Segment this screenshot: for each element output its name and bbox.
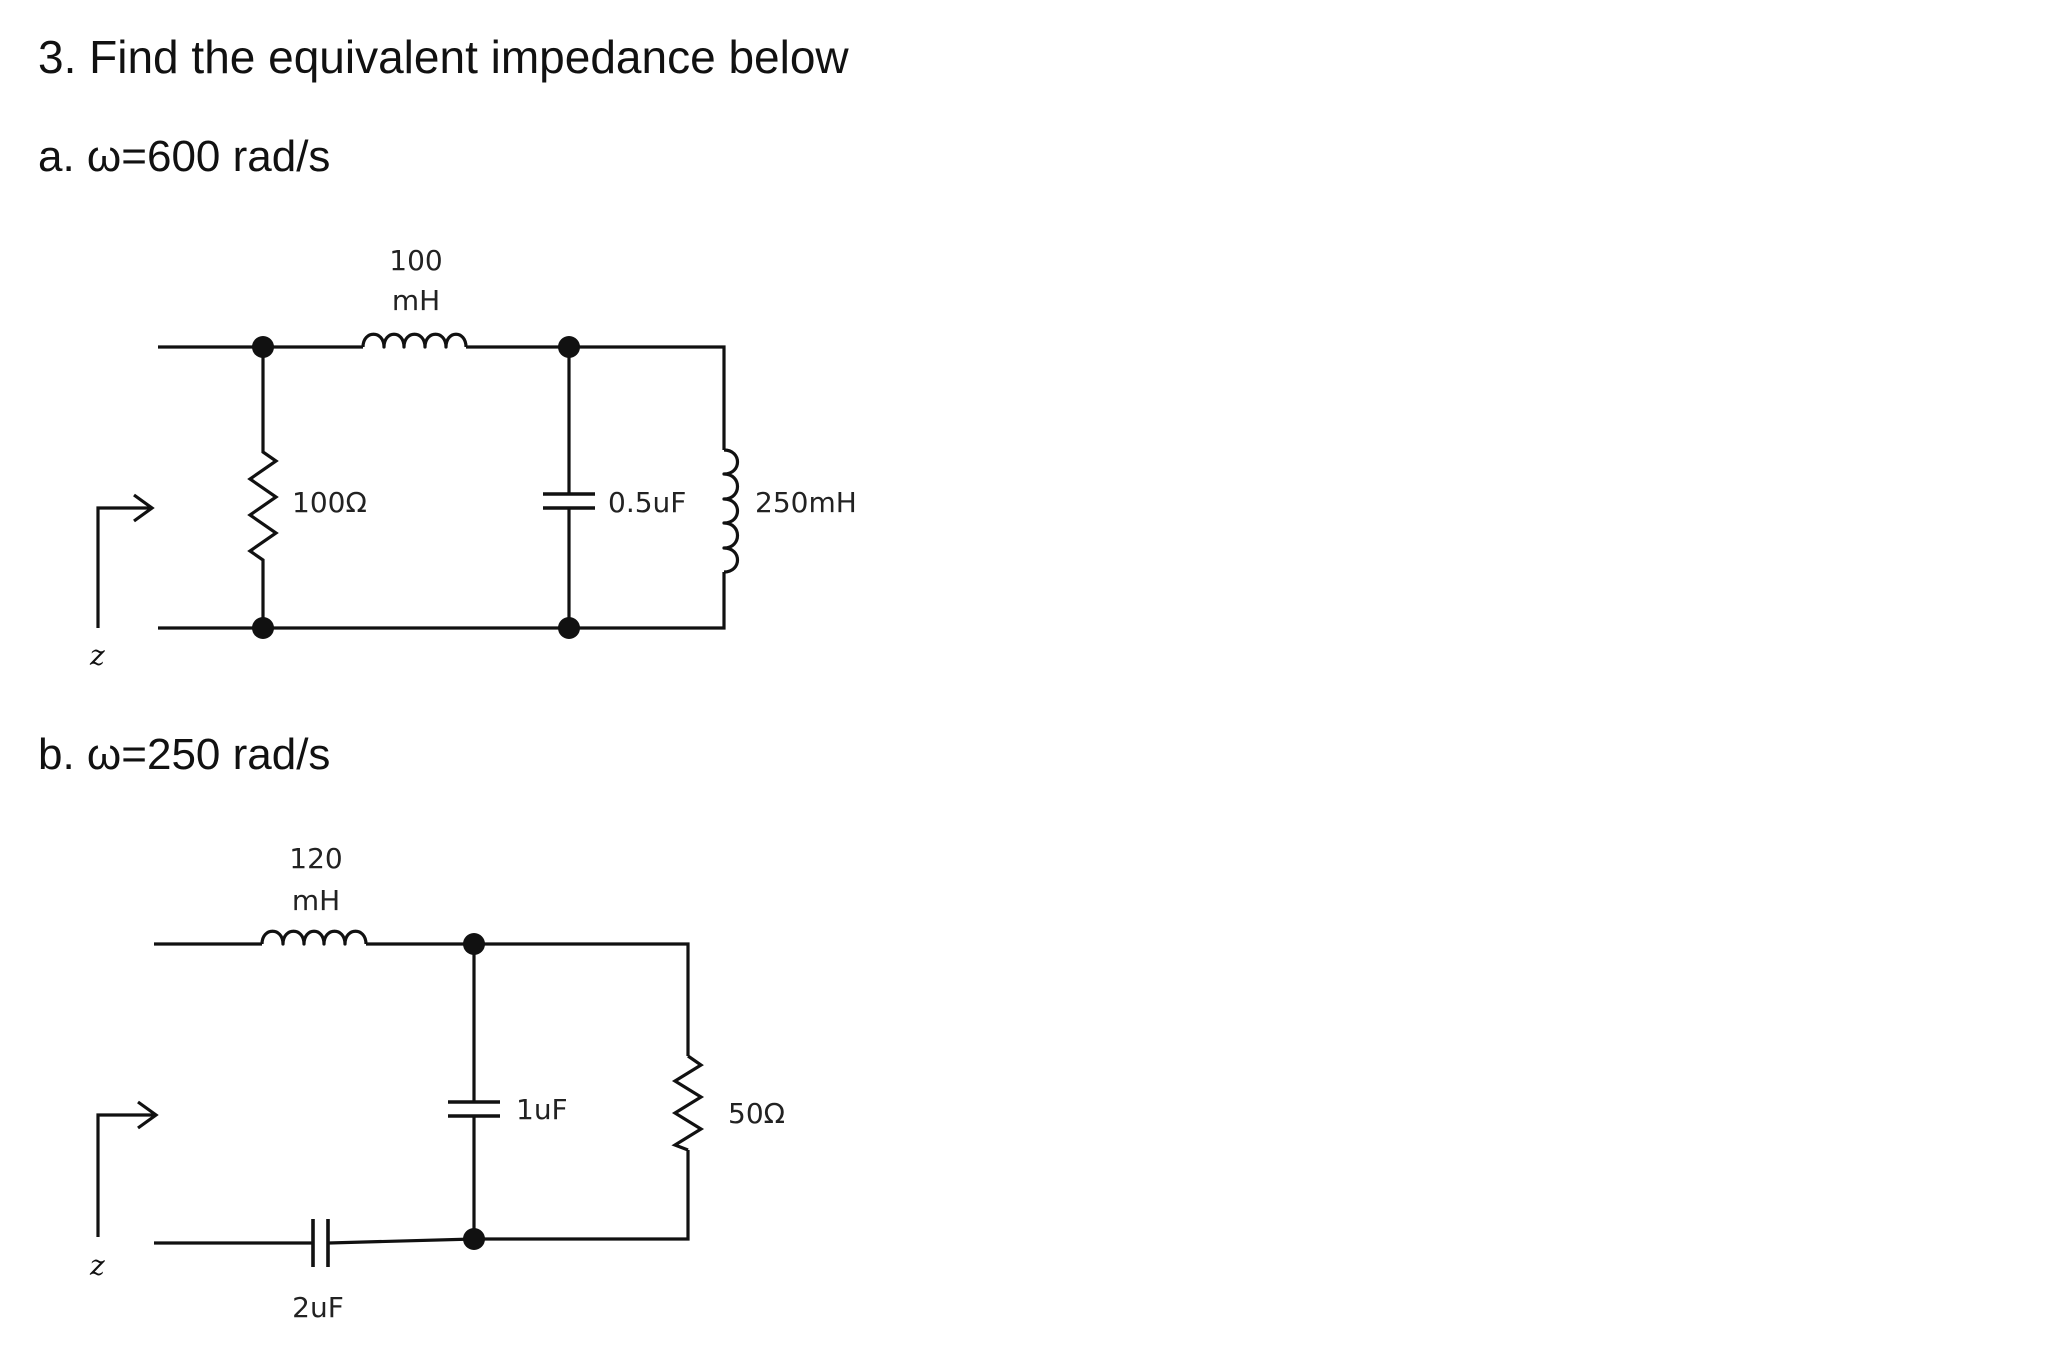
capacitor-1uf-label: 1uF [516,1093,568,1126]
impedance-arrow-b [96,1113,155,1237]
inductor-120mh [260,929,368,946]
node-a-top-left [252,336,274,358]
node-b-top [463,933,485,955]
inductor-100mh-unit: mH [392,284,440,317]
inductor-100mh [361,332,468,349]
circuit-b: z 120 mH 1uF 50Ω 2uF [89,842,785,1324]
node-a-bottom-right [558,617,580,639]
impedance-arrow-a [96,506,150,628]
problem-title: 3. Find the equivalent impedance below [38,31,849,83]
capacitor-05uf-label: 0.5uF [608,486,686,519]
arrow-head-a-icon [133,493,155,523]
inductor-250mh [722,448,740,574]
inductor-120mh-unit: mH [292,884,340,917]
resistor-100-ohm-label: 100Ω [292,486,367,519]
circuit-a: z 100 mH 100Ω 0.5uF 250mH [89,244,857,672]
node-b-bottom [463,1228,485,1250]
resistor-100-ohm [247,347,279,628]
inductor-100mh-value: 100 [389,244,442,277]
z-label-b: z [89,1249,105,1282]
capacitor-1uf [448,1100,500,1118]
inductor-120mh-value: 120 [289,842,342,875]
inductor-250mh-label: 250mH [755,486,857,519]
node-a-bottom-left [252,617,274,639]
z-label-a: z [89,639,105,672]
resistor-50-ohm-label: 50Ω [728,1097,785,1130]
part-b-heading: b. ω=250 rad/s [38,730,331,779]
capacitor-2uf-label: 2uF [292,1291,344,1324]
part-a-heading: a. ω=600 rad/s [38,132,331,181]
resistor-50-ohm [671,1054,705,1152]
capacitor-05uf [543,492,595,510]
circuit-b-top-wire [154,942,690,1245]
node-a-top-right [558,336,580,358]
arrow-head-b-icon [137,1100,159,1130]
capacitor-2uf [311,1219,330,1267]
